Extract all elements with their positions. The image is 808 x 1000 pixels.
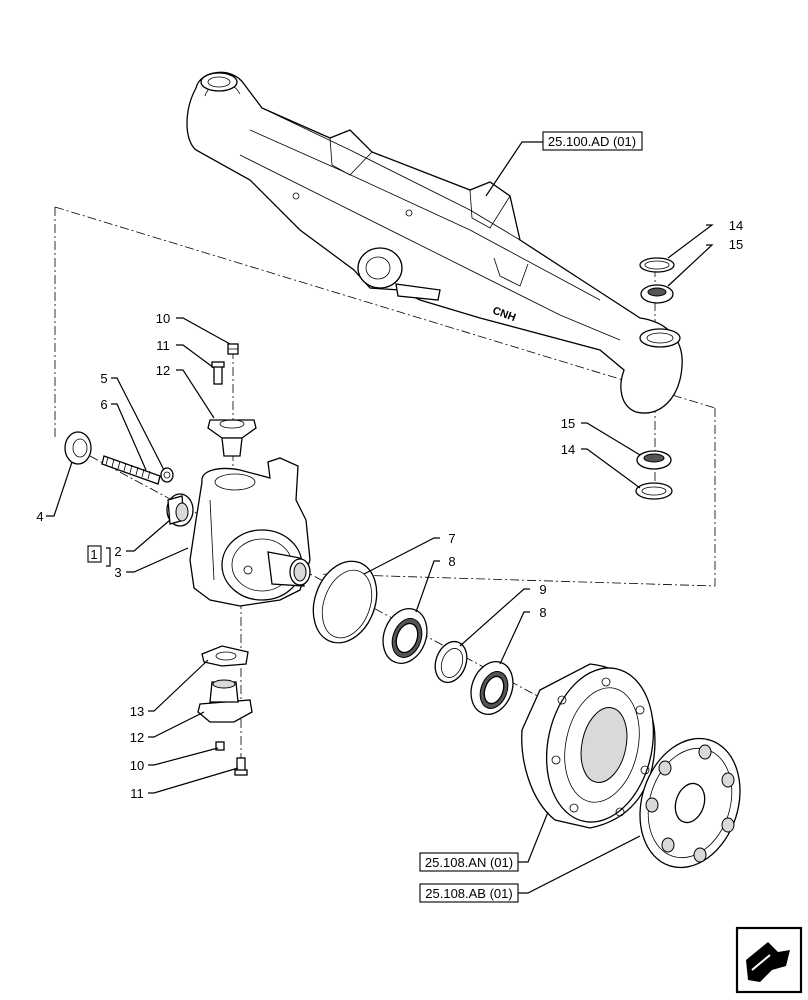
seal-ring-14-top [639,257,675,273]
callout-9: 9 [539,582,546,597]
svg-text:25.108.AN (01): 25.108.AN (01) [425,855,513,870]
seal-ring-14-mid [635,482,673,500]
svg-text:25.108.AB (01): 25.108.AB (01) [425,886,512,901]
callout-7: 7 [448,531,455,546]
bolt-11-bottom [234,757,248,776]
bearing-8-b [470,661,514,715]
callout-1: 1 [90,547,97,562]
callout-5: 5 [100,371,107,386]
nut-10-top [227,343,239,355]
callout-8-a: 8 [448,554,455,569]
assembly-frame [54,206,716,760]
steering-knuckle [189,457,311,607]
nut-10-bottom [215,741,225,751]
nut-5 [160,467,174,483]
wheel-hub [521,663,656,829]
bearing-15-mid [636,450,672,470]
callout-13: 13 [130,704,144,719]
callout-15-top: 15 [729,237,743,252]
ref-hub-flange[interactable]: 25.108.AB (01) [419,883,519,903]
ref-axle-housing[interactable]: 25.100.AD (01) [542,131,643,151]
bolt-11-top [211,361,225,385]
threaded-rod-6 [101,455,161,485]
arrow-navigation-icon[interactable] [735,926,803,994]
ref-hub[interactable]: 25.108.AN (01) [419,852,519,872]
callout-10-bot: 10 [130,758,144,773]
callout-6: 6 [100,397,107,412]
callout-15-mid: 15 [561,416,575,431]
bearing-8-a [382,608,428,664]
leader-lines [46,141,714,894]
callout-12-top: 12 [156,363,170,378]
svg-text:25.100.AD (01): 25.100.AD (01) [548,134,636,149]
callout-12-bot: 12 [130,730,144,745]
ring-9 [434,640,468,684]
callout-2: 2 [114,544,121,559]
callout-8-b: 8 [539,605,546,620]
seal-7 [312,560,378,644]
callouts: 14 15 10 11 12 5 6 4 1 2 3 15 14 7 8 9 8… [36,218,743,801]
kingpin-cap-bottom [197,679,253,723]
gasket-13 [201,645,249,667]
hub-flange [639,737,741,869]
axle-housing: CNH [186,71,683,414]
seal-4 [64,431,92,465]
callout-4: 4 [36,509,43,524]
callout-11-top: 11 [156,338,170,353]
bearing-15-top [640,284,674,304]
callout-11-bot: 11 [130,786,144,801]
bearing-2 [166,493,194,527]
callout-3: 3 [114,565,121,580]
callout-10-top: 10 [156,311,170,326]
callout-14-mid: 14 [561,442,575,457]
kingpin-cap-top [207,419,257,457]
callout-14-top: 14 [729,218,743,233]
